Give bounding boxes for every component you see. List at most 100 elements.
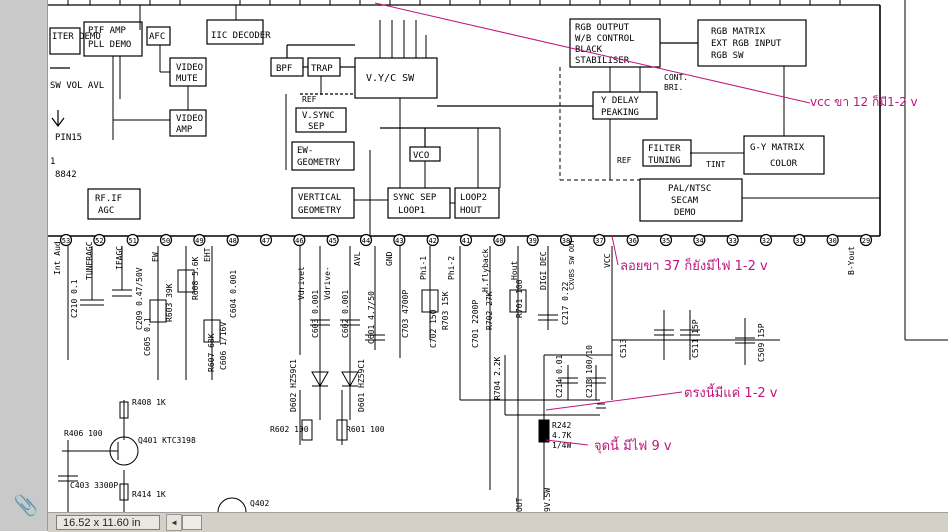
pin-label-ifagc: IFAGC	[115, 246, 124, 270]
ic-number-prefix: 1	[50, 157, 55, 167]
label-c603: C603 0.001	[311, 290, 320, 338]
pin-circle	[626, 233, 639, 247]
navigation-panel: 📎	[0, 0, 48, 531]
pin-number: 48	[228, 237, 236, 245]
block-pll-demo: PLL DEMO	[88, 40, 131, 50]
block-vco: VCO	[413, 151, 429, 161]
label-c214: C214 0.01	[555, 354, 564, 398]
label-r242-value: 4.7K	[552, 431, 571, 440]
pin-number: 45	[328, 237, 336, 245]
block-vertical-geometry-line2: GEOMETRY	[298, 206, 342, 216]
pin-label-vdrive-minus: Vdrive-	[323, 266, 332, 300]
block-ew-geometry: EW-	[297, 146, 313, 156]
scrollbar-thumb[interactable]	[182, 515, 202, 530]
label-r704: R704 2.2K	[493, 356, 502, 400]
label-r701: R701 100	[515, 279, 524, 318]
block-filter-tuning: FILTER	[648, 144, 681, 154]
pin-number: 38	[562, 237, 570, 245]
block-pif-amp: PIF AMP	[88, 26, 127, 36]
pin15-label: PIN15	[55, 133, 82, 143]
block-rgb-matrix-line2: EXT RGB INPUT	[711, 39, 782, 49]
ref-label-2: REF	[617, 156, 632, 165]
horizontal-scrollbar[interactable]	[182, 515, 672, 530]
block-pal-ntsc-line3: DEMO	[674, 208, 696, 218]
label-c217: C217 0.22	[561, 281, 570, 325]
block-rgb-output: RGB OUTPUT	[575, 23, 630, 33]
label-c213: C213 100/10	[585, 345, 594, 398]
label-q401: Q401 KTC3198	[138, 436, 196, 445]
label-r702: R702 27K	[485, 291, 494, 330]
pin-number: 37	[595, 237, 603, 245]
pin-label-digi-dec: DIGI DEC	[539, 251, 548, 290]
label-c604: C604 0.001	[229, 270, 238, 318]
annotation-vcc-pin12: vcc ขา 12 ก็มี1-2 v	[810, 94, 918, 109]
label-c209: C209 0.47/50V	[135, 267, 144, 330]
pin-circle	[493, 233, 506, 247]
pin-label-ew: EW	[151, 252, 160, 262]
pin-label-tuneragc: TUNERAGC	[85, 241, 94, 280]
label-c601: C601 4.7/50	[367, 291, 376, 344]
pin-number: 29	[862, 237, 870, 245]
label-r608: R608 5.6K	[191, 256, 200, 300]
label-c403: C403 3300P	[70, 481, 118, 490]
label-c513: C513	[619, 339, 628, 358]
label-c602: C602 0.001	[341, 290, 350, 338]
label-r242-power: 1/4W	[552, 441, 571, 450]
pin-label-phi2: Phi-2	[447, 256, 456, 280]
pin-circle	[193, 233, 206, 247]
pin-label-hout: Hout	[510, 261, 519, 280]
page-size-readout: 16.52 x 11.60 in	[56, 515, 160, 530]
label-r601: R601 100	[346, 425, 385, 434]
pin-circle	[559, 233, 573, 247]
label-r703: R703 15K	[441, 291, 450, 330]
pin-circle	[359, 233, 373, 247]
pin-number: 47	[262, 237, 270, 245]
block-loop2-hout: LOOP2	[460, 193, 487, 203]
block-video-amp-line2: AMP	[176, 125, 193, 135]
pin-label-hflyback: H.flyback	[481, 248, 490, 292]
pin-circle	[126, 233, 139, 247]
label-c606: C606 1/16V	[219, 322, 228, 370]
pin-circle	[293, 233, 306, 247]
block-afc: AFC	[149, 32, 165, 42]
ref-label-1: REF	[302, 95, 317, 104]
block-y-delay: Y DELAY	[601, 96, 640, 106]
block-ew-geometry-line2: GEOMETRY	[297, 158, 341, 168]
paperclip-icon[interactable]: 📎	[13, 493, 39, 517]
label-d602: D602 HZ59C1	[289, 359, 298, 412]
pin-number: 46	[295, 237, 303, 245]
pin-circle	[826, 233, 839, 247]
pin-label-int-aud: Int Aud	[53, 241, 62, 275]
label-r603: R603 39K	[165, 283, 174, 322]
block-v-sync-sep: V.SYNC	[302, 111, 335, 121]
annotation-here: ตรงนี้มีแค่ 1-2 v	[684, 383, 778, 401]
pin-number: 42	[428, 237, 436, 245]
block-loop2-hout-line2: HOUT	[460, 206, 482, 216]
pin-circle	[693, 233, 706, 247]
scroll-left-button[interactable]: ◀	[166, 514, 182, 531]
document-viewer[interactable]: ITER DEMO PIF AMP PLL DEMO AFC IIC DECOD…	[48, 0, 948, 527]
pin-label-vdrive-plus: Vdrivet	[297, 266, 306, 300]
pin-circle	[259, 233, 273, 247]
pin-number: 52	[95, 237, 103, 245]
pin-label-phi1: Phi-1	[419, 256, 428, 280]
pin-number: 40	[495, 237, 503, 245]
pin-circle	[593, 233, 606, 247]
block-filter-tuning-line2: TUNING	[648, 156, 681, 166]
annotation-point-9v: จุดนี้ มีไฟ 9 v	[594, 436, 672, 454]
pin-circle	[726, 233, 739, 247]
label-r602: R602 100	[270, 425, 309, 434]
pin-label-b-yout: B-Yout	[847, 246, 856, 275]
label-out: OUT	[515, 497, 524, 512]
pin-circle	[459, 233, 473, 247]
label-r408: R408 1K	[132, 398, 166, 407]
ic-number: 8842	[55, 170, 77, 180]
pin-number: 34	[695, 237, 703, 245]
schematic-diagram: ITER DEMO PIF AMP PLL DEMO AFC IIC DECOD…	[48, 0, 948, 527]
pin-circle	[59, 233, 73, 247]
label-c703: C703 4700P	[401, 290, 410, 338]
block-iic-decoder: IIC DECODER	[211, 31, 271, 41]
pin-circle	[793, 233, 806, 247]
block-rgb-matrix: RGB MATRIX	[711, 27, 766, 37]
block-v-sync-sep-line2: SEP	[308, 122, 325, 132]
